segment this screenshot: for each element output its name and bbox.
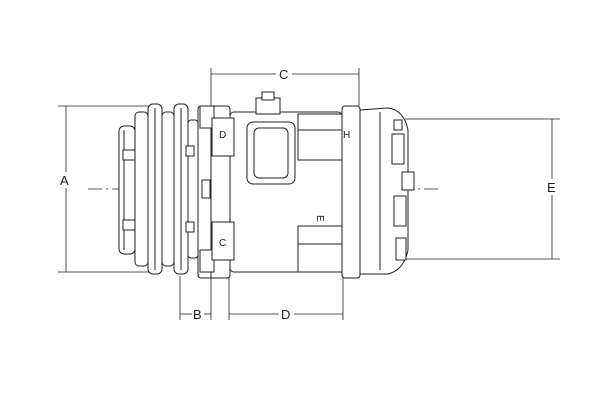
dimension-c: [210, 68, 360, 106]
dimension-e: [405, 118, 560, 260]
dimension-b: [179, 276, 212, 320]
dimension-a: [58, 105, 152, 273]
clutch-pulley: [118, 103, 199, 275]
marking-body-center: E: [314, 215, 325, 222]
marking-top-right: H: [343, 130, 350, 141]
dimension-label-c: C: [279, 67, 288, 82]
dimension-label-d: D: [281, 307, 290, 322]
cylinder-body: [211, 91, 345, 273]
marking-bottom-left: C: [219, 238, 226, 249]
dimension-label-e: E: [547, 180, 556, 195]
dimension-d: [228, 276, 344, 320]
marking-top-left: D: [219, 130, 226, 141]
rear-head: [341, 105, 415, 279]
dimension-label-a: A: [60, 173, 69, 188]
dimension-label-b: B: [193, 307, 202, 322]
